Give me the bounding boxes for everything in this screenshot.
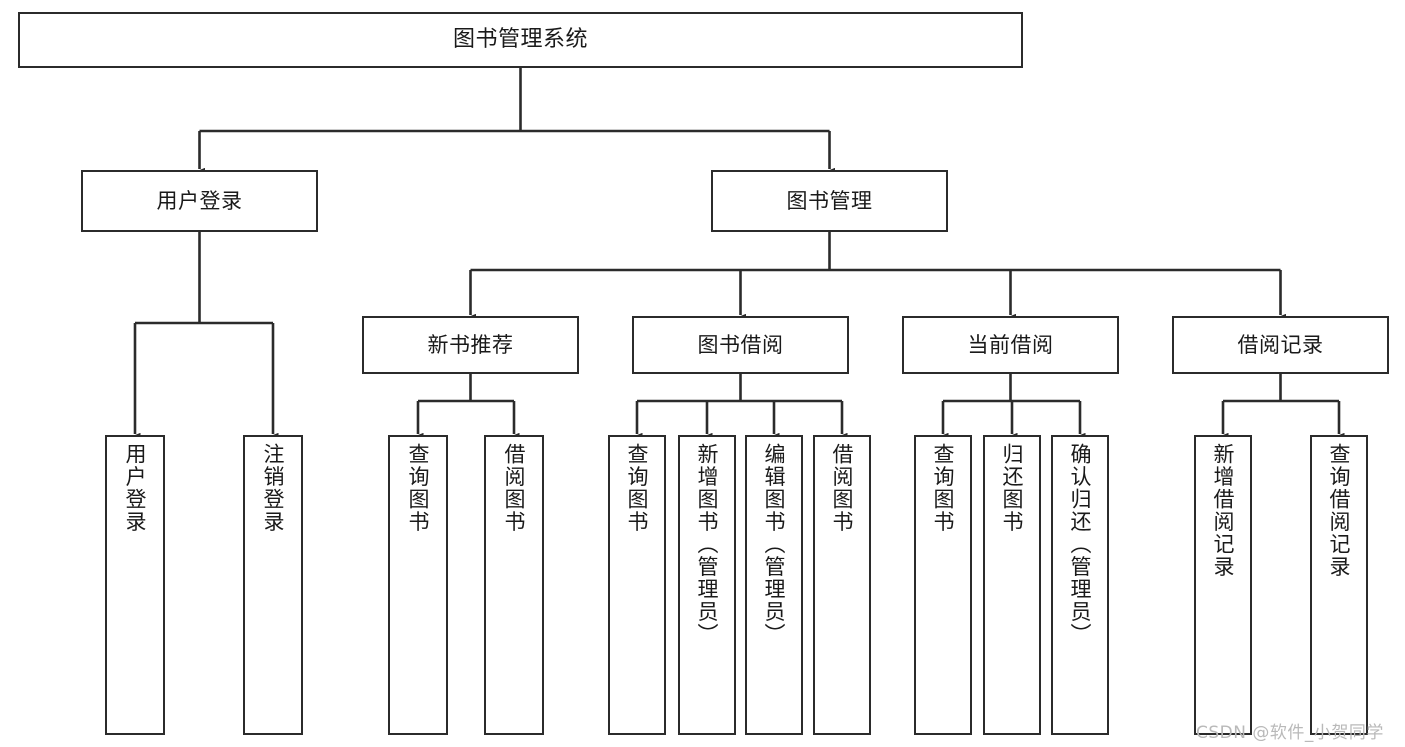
node-leaf-10[interactable]: 归还图书 [983, 435, 1041, 735]
node-leaf-11[interactable]: 确认归还（管理员） [1051, 435, 1109, 735]
node-label: 新书推荐 [427, 332, 514, 357]
csdn-watermark: CSDN @软件_小贺同学 [1196, 723, 1384, 743]
node-root[interactable]: 图书管理系统 [18, 12, 1023, 68]
node-leaf-3[interactable]: 查询图书 [388, 435, 448, 735]
node-label: 用户登录 [156, 188, 243, 213]
node-bookmgmt[interactable]: 图书管理 [711, 170, 948, 232]
node-label: 借阅记录 [1237, 332, 1324, 357]
node-label: 图书管理 [786, 188, 873, 213]
node-leaf-12[interactable]: 新增借阅记录 [1194, 435, 1252, 735]
node-label: 查询借阅记录 [1327, 443, 1352, 578]
node-label: 当前借阅 [967, 332, 1054, 357]
node-label: 借阅图书 [502, 443, 527, 533]
node-label: 确认归还（管理员） [1068, 443, 1093, 646]
node-label: 图书管理系统 [452, 27, 588, 53]
node-label: 归还图书 [1000, 443, 1025, 533]
node-borrow[interactable]: 图书借阅 [632, 316, 849, 374]
node-leaf-1[interactable]: 用户登录 [105, 435, 165, 735]
node-records[interactable]: 借阅记录 [1172, 316, 1389, 374]
node-label: 查询图书 [406, 443, 431, 533]
node-label: 图书借阅 [697, 332, 784, 357]
node-leaf-7[interactable]: 编辑图书（管理员） [745, 435, 803, 735]
node-label: 查询图书 [931, 443, 956, 533]
node-label: 注销登录 [261, 443, 286, 533]
node-leaf-5[interactable]: 查询图书 [608, 435, 666, 735]
node-label: 新增借阅记录 [1211, 443, 1236, 578]
node-label: 编辑图书（管理员） [762, 443, 787, 646]
node-leaf-4[interactable]: 借阅图书 [484, 435, 544, 735]
node-leaf-2[interactable]: 注销登录 [243, 435, 303, 735]
node-login[interactable]: 用户登录 [81, 170, 318, 232]
node-label: 新增图书（管理员） [695, 443, 720, 646]
node-leaf-9[interactable]: 查询图书 [914, 435, 972, 735]
node-label: 用户登录 [123, 443, 148, 533]
node-leaf-13[interactable]: 查询借阅记录 [1310, 435, 1368, 735]
node-leaf-8[interactable]: 借阅图书 [813, 435, 871, 735]
node-newbook[interactable]: 新书推荐 [362, 316, 579, 374]
node-label: 查询图书 [625, 443, 650, 533]
node-current[interactable]: 当前借阅 [902, 316, 1119, 374]
node-label: 借阅图书 [830, 443, 855, 533]
node-leaf-6[interactable]: 新增图书（管理员） [678, 435, 736, 735]
